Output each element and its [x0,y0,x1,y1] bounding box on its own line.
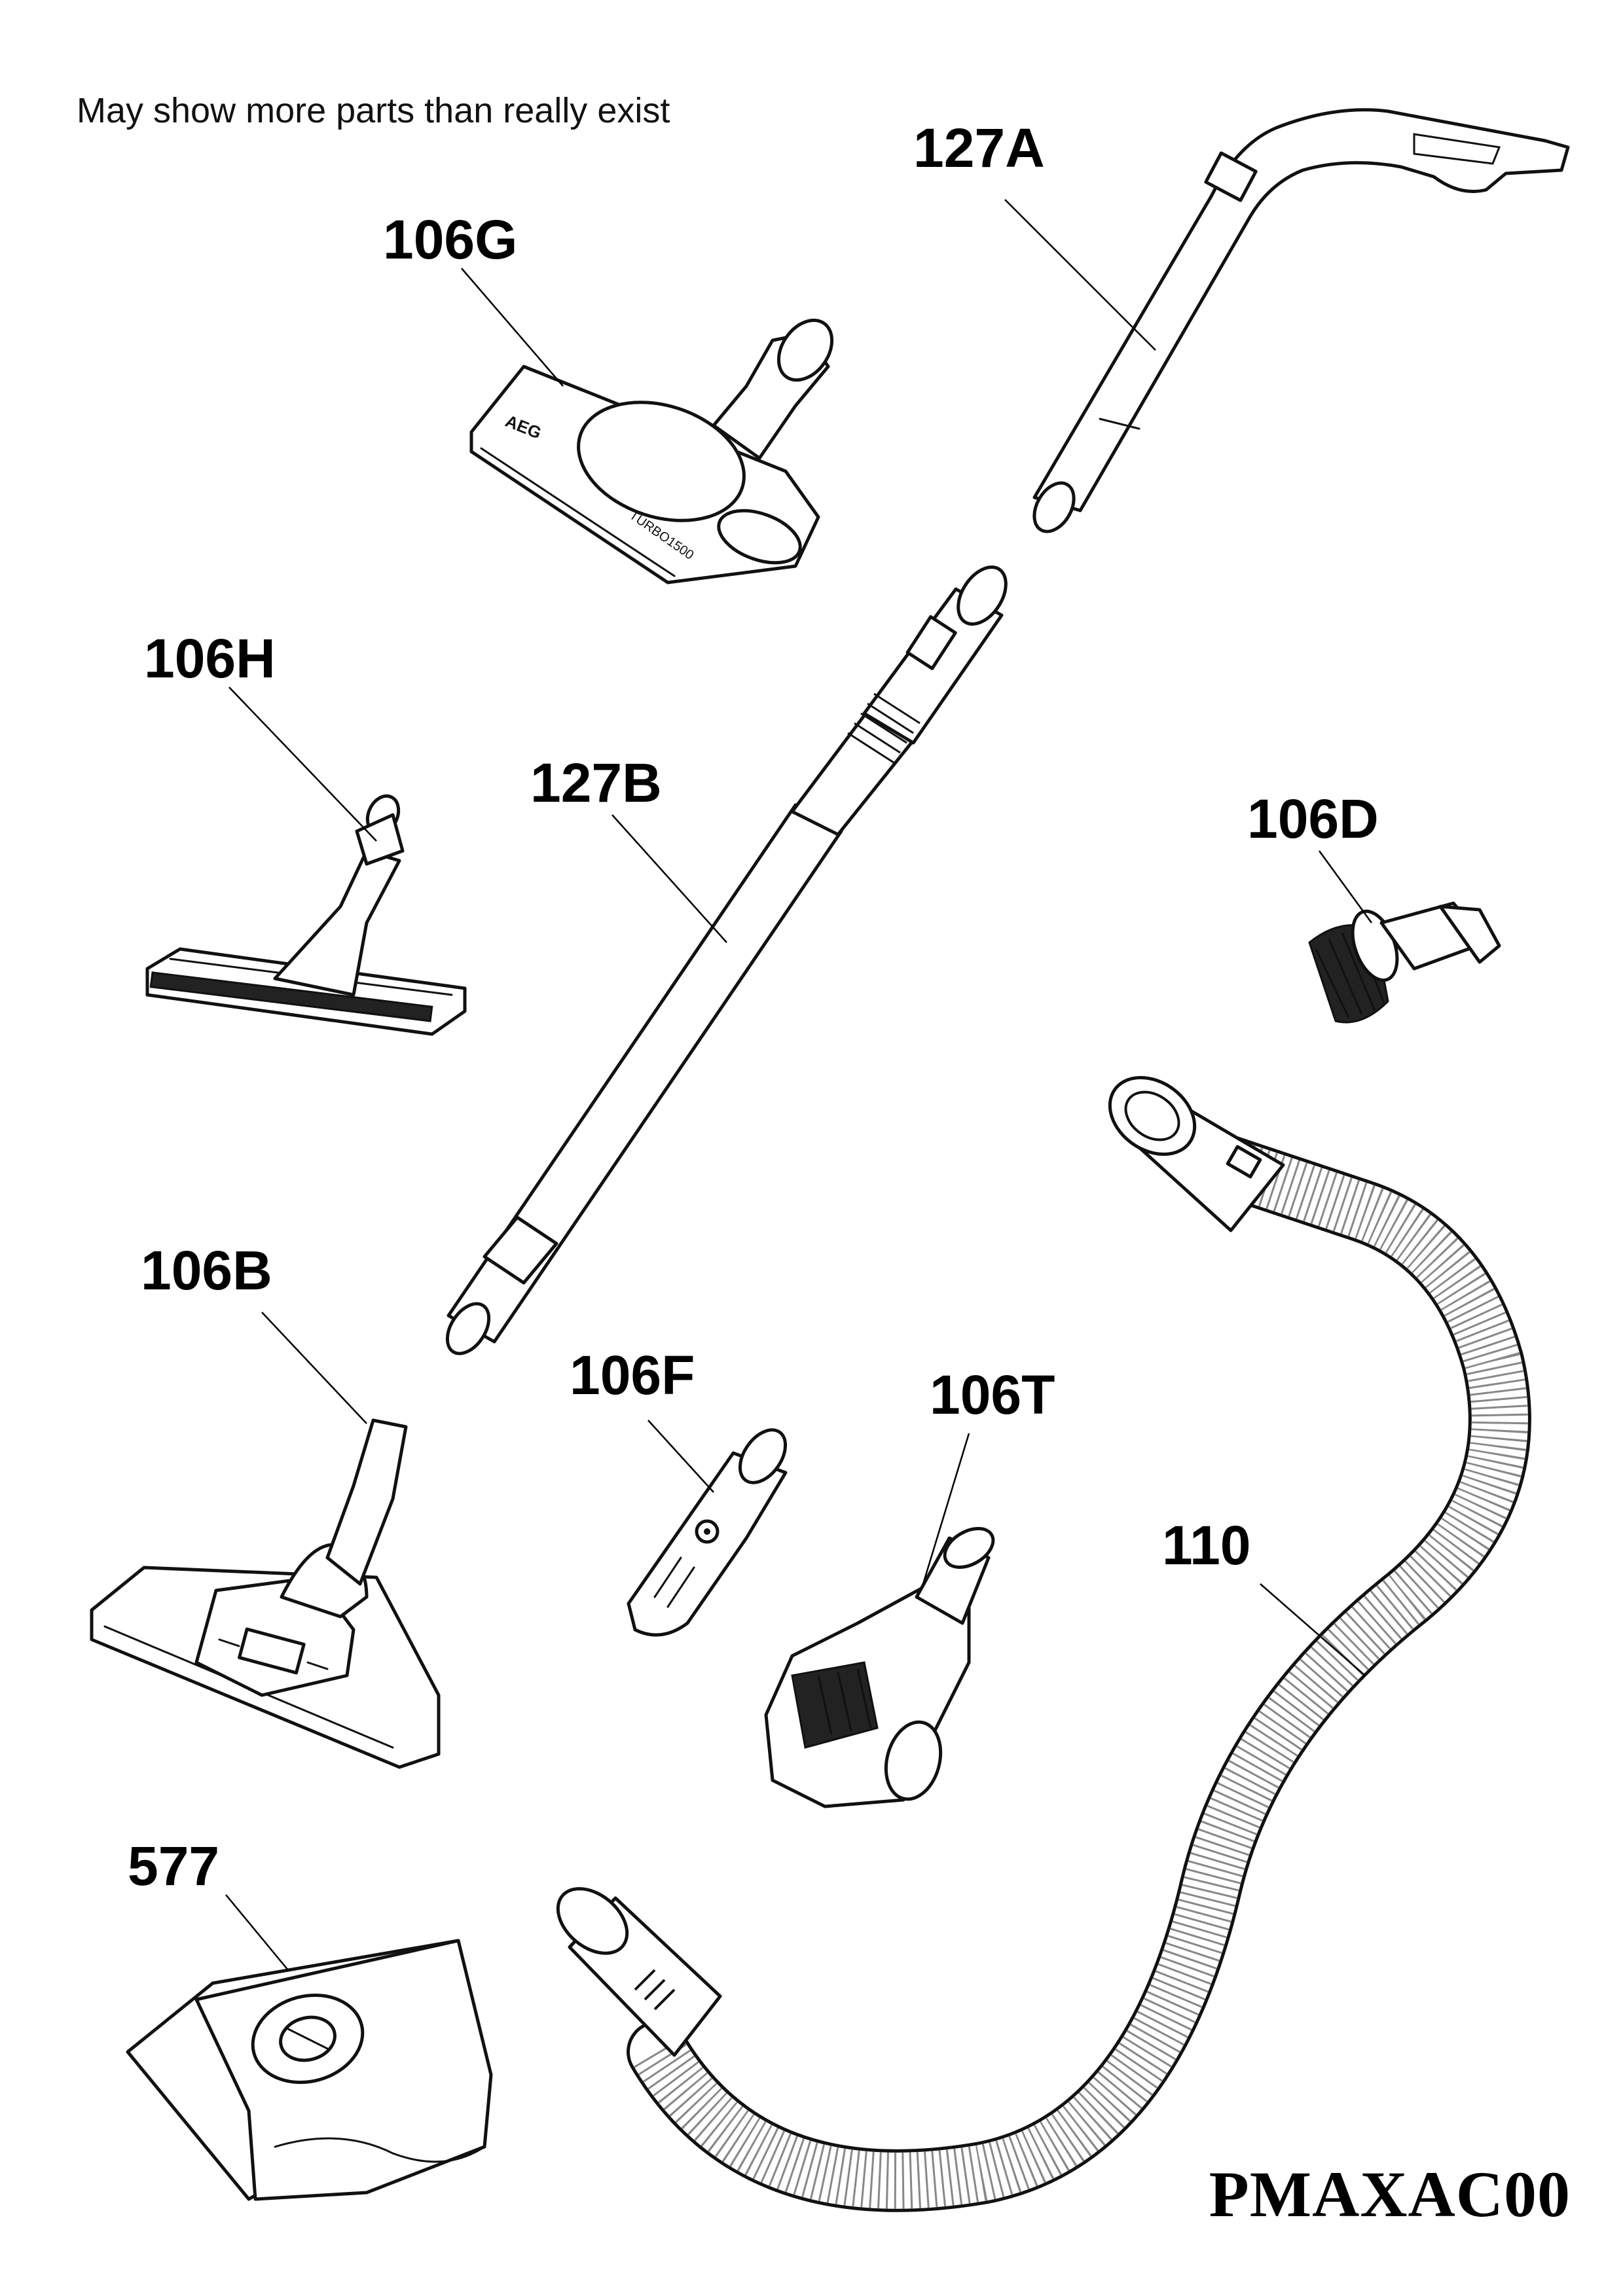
part-106T-mini-turbo [764,1527,995,1808]
leader-577 [225,1894,289,1971]
leader-127B [611,814,727,943]
label-127A: 127A [913,117,1045,179]
disclaimer-note: May show more parts than really exist [77,91,670,130]
part-127A-handle [1032,108,1570,533]
label-106G: 106G [383,209,518,270]
part-577-dust-bag [126,1939,493,2201]
part-106F-crevice-tool [627,1428,788,1637]
leader-110 [1260,1583,1366,1676]
label-106F: 106F [570,1344,695,1406]
diagram-code: PMAXAC00 [1209,2158,1571,2231]
leader-106B [261,1312,367,1424]
part-106B-floor-nozzle [90,1418,441,1769]
part-106G-turbo-nozzle: AEG TURBO1500 [469,318,834,584]
leader-106T [922,1433,970,1585]
part-106D-dusting-brush [1308,901,1501,1024]
leader-106H [228,687,377,842]
leader-106G [461,268,564,387]
label-106D: 106D [1247,788,1379,850]
label-106B: 106B [141,1240,272,1301]
leader-106D [1318,850,1373,924]
leader-127A [1004,199,1156,351]
part-110-hose [556,1075,1531,2212]
label-577: 577 [128,1835,219,1897]
label-110: 110 [1162,1515,1251,1576]
label-106H: 106H [144,628,276,689]
label-106T: 106T [930,1364,1055,1426]
leader-106F [647,1420,714,1493]
part-127B-telescopic-tube [445,565,1008,1355]
part-106H-parquet-nozzle [145,794,467,1036]
label-127B: 127B [530,752,662,814]
